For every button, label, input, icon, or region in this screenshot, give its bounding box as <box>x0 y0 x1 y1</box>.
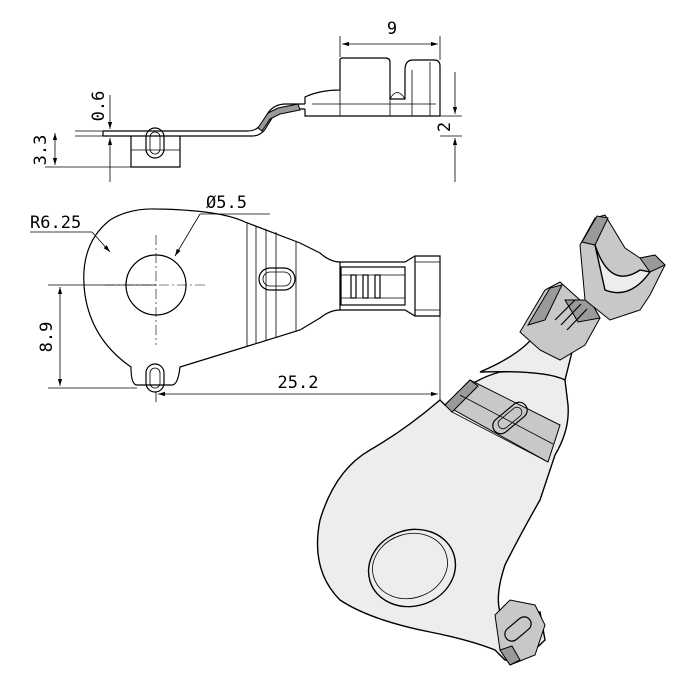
dim-hole-diameter: Ø5.5 <box>206 193 247 213</box>
dim-total-length: 25.2 <box>278 373 319 393</box>
dim-height-right: 2 <box>435 122 455 132</box>
dim-height-left: 3.3 <box>31 135 51 166</box>
top-view: Ø5.5 R6.25 8.9 25.2 <box>30 193 441 402</box>
side-view: 9 0.6 3.3 2 <box>31 19 462 182</box>
dim-top-width: 9 <box>387 19 397 39</box>
dim-half-height: 8.9 <box>37 322 57 353</box>
isometric-view <box>316 214 666 666</box>
dim-ring-radius: R6.25 <box>30 213 81 233</box>
iso-hole <box>367 528 457 608</box>
dim-thickness: 0.6 <box>89 91 109 122</box>
